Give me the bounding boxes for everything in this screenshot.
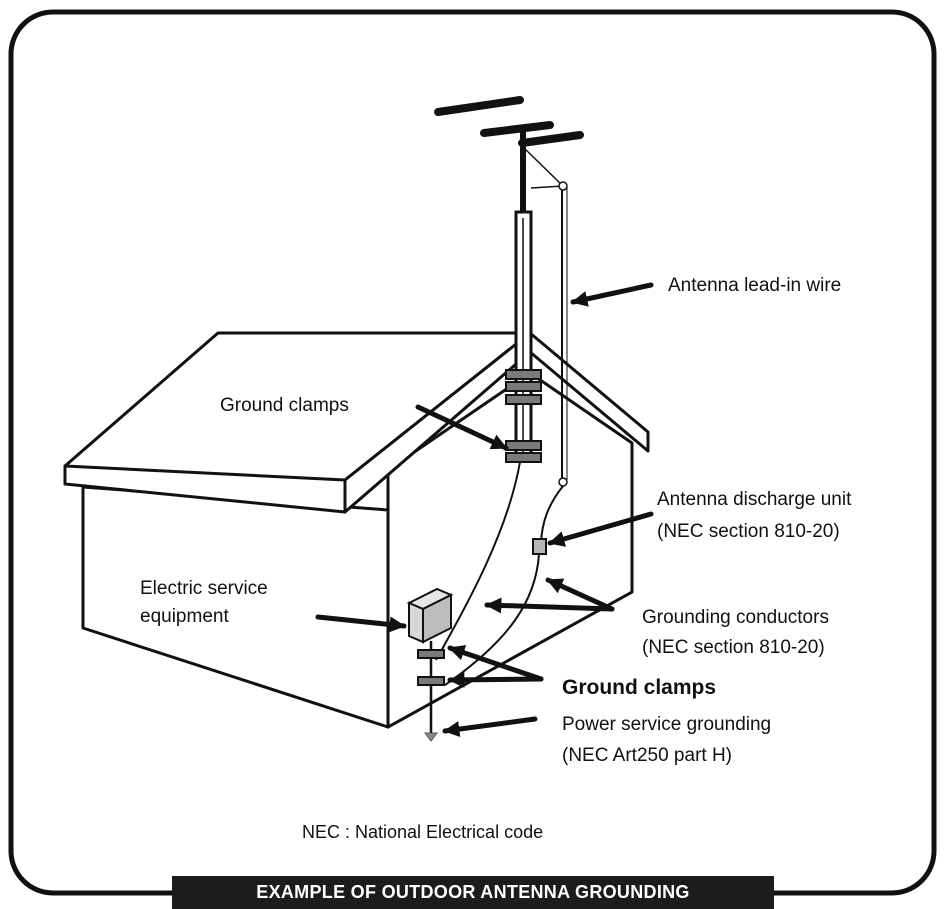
nec-footnote: NEC : National Electrical code	[302, 822, 544, 842]
label-ground-clamps-lower: Ground clamps	[562, 676, 717, 699]
mast-ground-clamps	[505, 369, 542, 463]
arrow-lead-in-wire	[570, 282, 654, 307]
ground-clamp	[417, 649, 445, 659]
label-electric-service-line1: Electric service	[140, 578, 268, 599]
ground-clamp	[505, 452, 542, 463]
grounding-conductors	[435, 461, 540, 686]
antenna-brace-1	[522, 146, 564, 187]
label-power-service-grounding: Power service grounding	[562, 714, 772, 735]
ground-clamp	[417, 676, 445, 686]
label-grounding-conductors-ref: (NEC section 810-20)	[642, 637, 825, 658]
electric-service-box	[406, 587, 454, 644]
label-electric-service-line2: equipment	[140, 606, 229, 627]
standoff-insulator-bottom	[558, 477, 568, 487]
label-grounding-conductors: Grounding conductors	[642, 607, 829, 628]
ground-rod	[424, 732, 438, 742]
arrow-electric-service	[315, 614, 407, 633]
antenna-brace-2	[530, 185, 564, 189]
label-antenna-discharge-unit: Antenna discharge unit	[657, 489, 852, 510]
arrow-grounding-conductor-1	[484, 597, 615, 614]
arrow-ground-clamp-1	[447, 645, 544, 682]
caption-banner: EXAMPLE OF OUTDOOR ANTENNA GROUNDING	[172, 876, 774, 909]
antenna-discharge-unit	[532, 538, 547, 555]
arrow-ground-clamps-upper	[415, 404, 509, 451]
antenna-element-1	[434, 96, 524, 116]
standoff-insulator-top	[558, 181, 568, 191]
label-ground-clamps-upper: Ground clamps	[220, 395, 349, 416]
ground-clamp	[505, 369, 542, 380]
ground-clamp	[505, 394, 542, 405]
arrow-discharge-unit	[547, 511, 654, 547]
antenna-element-3	[518, 131, 584, 147]
lead-in-wire	[540, 181, 568, 544]
label-power-service-grounding-ref: (NEC Art250 part H)	[562, 745, 732, 766]
ground-clamp	[505, 440, 542, 451]
pointer-arrows	[315, 282, 654, 738]
label-antenna-lead-in-wire: Antenna lead-in wire	[668, 275, 842, 296]
lower-ground-clamps	[417, 649, 445, 686]
antenna-element-2	[480, 121, 554, 137]
ground-clamp	[505, 381, 542, 392]
house-side-wall	[81, 485, 390, 729]
label-antenna-discharge-unit-ref: (NEC section 810-20)	[657, 521, 840, 542]
discharge-grounding-conductor	[444, 553, 540, 686]
arrow-power-grounding	[442, 716, 538, 738]
arrow-ground-clamp-2	[447, 671, 544, 688]
arrow-grounding-conductor-2	[545, 577, 615, 612]
house	[63, 331, 650, 729]
mast-grounding-conductor	[435, 461, 521, 661]
